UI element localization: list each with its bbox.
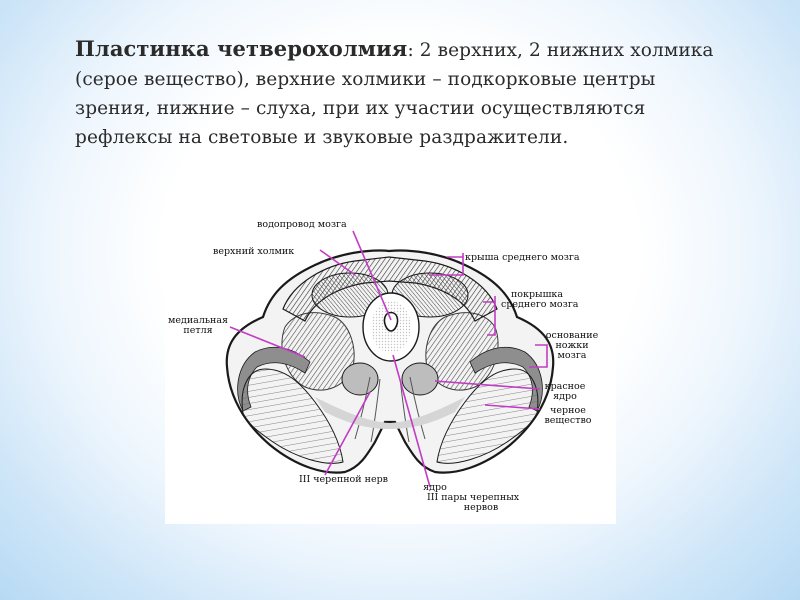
cerebral-peduncle-right bbox=[436, 368, 539, 464]
slide-paragraph: Пластинка четверохолмия: 2 верхних, 2 ни… bbox=[75, 34, 735, 152]
label-basis-2: ножки bbox=[555, 340, 589, 351]
label-substantia-nigra-1: черное bbox=[550, 405, 586, 416]
label-red-nucleus-1: красное bbox=[544, 381, 586, 392]
midbrain-cross-section-drawing bbox=[225, 230, 555, 488]
red-nucleus-left bbox=[341, 362, 379, 396]
slide-body-text: : 2 верхних, 2 нижних холмика (серое вещ… bbox=[75, 40, 714, 148]
oculomotor-fibers bbox=[354, 376, 426, 443]
label-tegmentum-2: среднего мозга bbox=[501, 299, 579, 310]
label-medial-lemniscus-1: медиальная bbox=[167, 315, 229, 326]
label-aqueduct: водопровод мозга bbox=[257, 219, 347, 230]
label-basis-3: мозга bbox=[557, 350, 587, 361]
slide-title: Пластинка четверохолмия bbox=[75, 36, 408, 61]
label-cn3: III черепной нерв bbox=[299, 474, 389, 485]
label-superior-colliculus: верхний холмик bbox=[213, 246, 295, 257]
label-tegmentum-1: покрышка bbox=[510, 289, 564, 300]
red-nucleus-right bbox=[401, 362, 439, 396]
label-cn3-nucleus-2: III пары черепных bbox=[427, 492, 520, 503]
leader-lines bbox=[229, 230, 548, 488]
label-medial-lemniscus-2: петля bbox=[183, 325, 213, 336]
midbrain-cross-section-figure: водопровод мозга верхний холмик крыша ср… bbox=[165, 217, 616, 524]
label-red-nucleus-2: ядро bbox=[553, 391, 577, 402]
label-basis-1: основание bbox=[545, 330, 599, 341]
label-tectum: крыша среднего мозга bbox=[465, 252, 580, 263]
label-cn3-nucleus-1: ядро bbox=[423, 482, 447, 493]
cerebral-peduncle-left bbox=[241, 368, 344, 464]
cerebral-aqueduct bbox=[383, 311, 399, 332]
label-substantia-nigra-2: вещество bbox=[544, 415, 592, 426]
label-cn3-nucleus-3: нервов bbox=[463, 502, 499, 513]
substantia-nigra-right bbox=[469, 346, 543, 412]
